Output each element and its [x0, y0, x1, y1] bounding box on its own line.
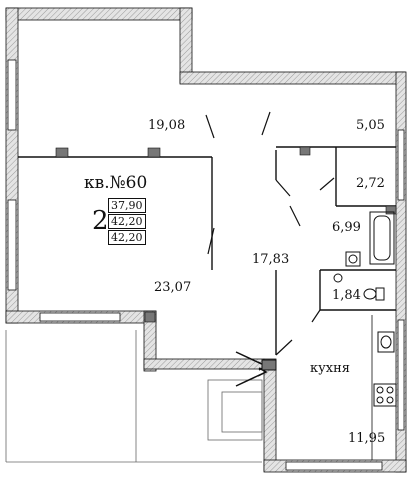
- sink: [345, 251, 361, 267]
- toilet: [363, 287, 385, 301]
- rooms-count: 2: [92, 206, 109, 236]
- area-total: 42,20: [108, 214, 146, 229]
- wc-sink: [333, 273, 343, 283]
- area-total-with-balcony: 42,20: [108, 230, 146, 245]
- room-area-hall: 17,83: [252, 252, 290, 267]
- room-area-balcony-right: 5,05: [356, 118, 385, 133]
- bathtub: [369, 211, 395, 265]
- kitchen-label: кухня: [310, 361, 350, 376]
- interior-walls: [18, 146, 396, 355]
- exterior-walls: [5, 7, 407, 473]
- room-area-kitchen: 11,95: [348, 431, 386, 446]
- kitchen-sink: [377, 331, 395, 353]
- room-area-toilet: 1,84: [332, 288, 361, 303]
- loggia: [5, 330, 263, 463]
- apartment-number: кв.№60: [84, 173, 148, 193]
- doors: [205, 111, 335, 356]
- stove: [373, 383, 397, 407]
- room-area-bathroom: 6,99: [332, 220, 361, 235]
- area-living: 37,90: [108, 198, 146, 213]
- entrance-door-marker: [261, 359, 277, 371]
- room-area-storage: 2,72: [356, 176, 385, 191]
- windows: [7, 59, 405, 471]
- room-area-top-left: 19,08: [148, 118, 186, 133]
- room-area-bottom-left: 23,07: [154, 280, 192, 295]
- columns: [55, 146, 397, 323]
